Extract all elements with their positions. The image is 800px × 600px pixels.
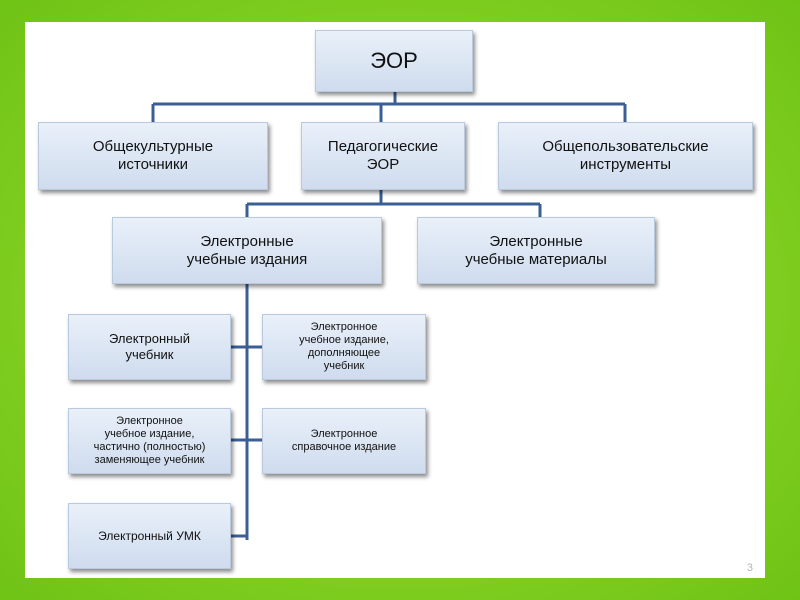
general-user-tools-box: Общепользовательские инструменты [498, 122, 753, 190]
e-replacing-publication-box: Электронное учебное издание, частично (п… [68, 408, 231, 474]
connector-lines [151, 92, 627, 540]
general-cultural-sources-box: Общекультурные источники [38, 122, 268, 190]
e-umk-box: Электронный УМК [68, 503, 231, 569]
pedagogical-eor-box: Педагогические ЭОР [301, 122, 465, 190]
e-textbook-box: Электронный учебник [68, 314, 231, 380]
e-supplementary-publication-box: Электронное учебное издание, дополняющее… [262, 314, 426, 380]
e-educational-publications-box: Электронные учебные издания [112, 217, 382, 284]
page-number: 3 [746, 562, 753, 574]
slide: ЭОР Общекультурные источники Педагогичес… [25, 22, 765, 578]
eor-root-box: ЭОР [315, 30, 473, 92]
e-reference-publication-box: Электронное справочное издание [262, 408, 426, 474]
e-educational-materials-box: Электронные учебные материалы [417, 217, 655, 284]
